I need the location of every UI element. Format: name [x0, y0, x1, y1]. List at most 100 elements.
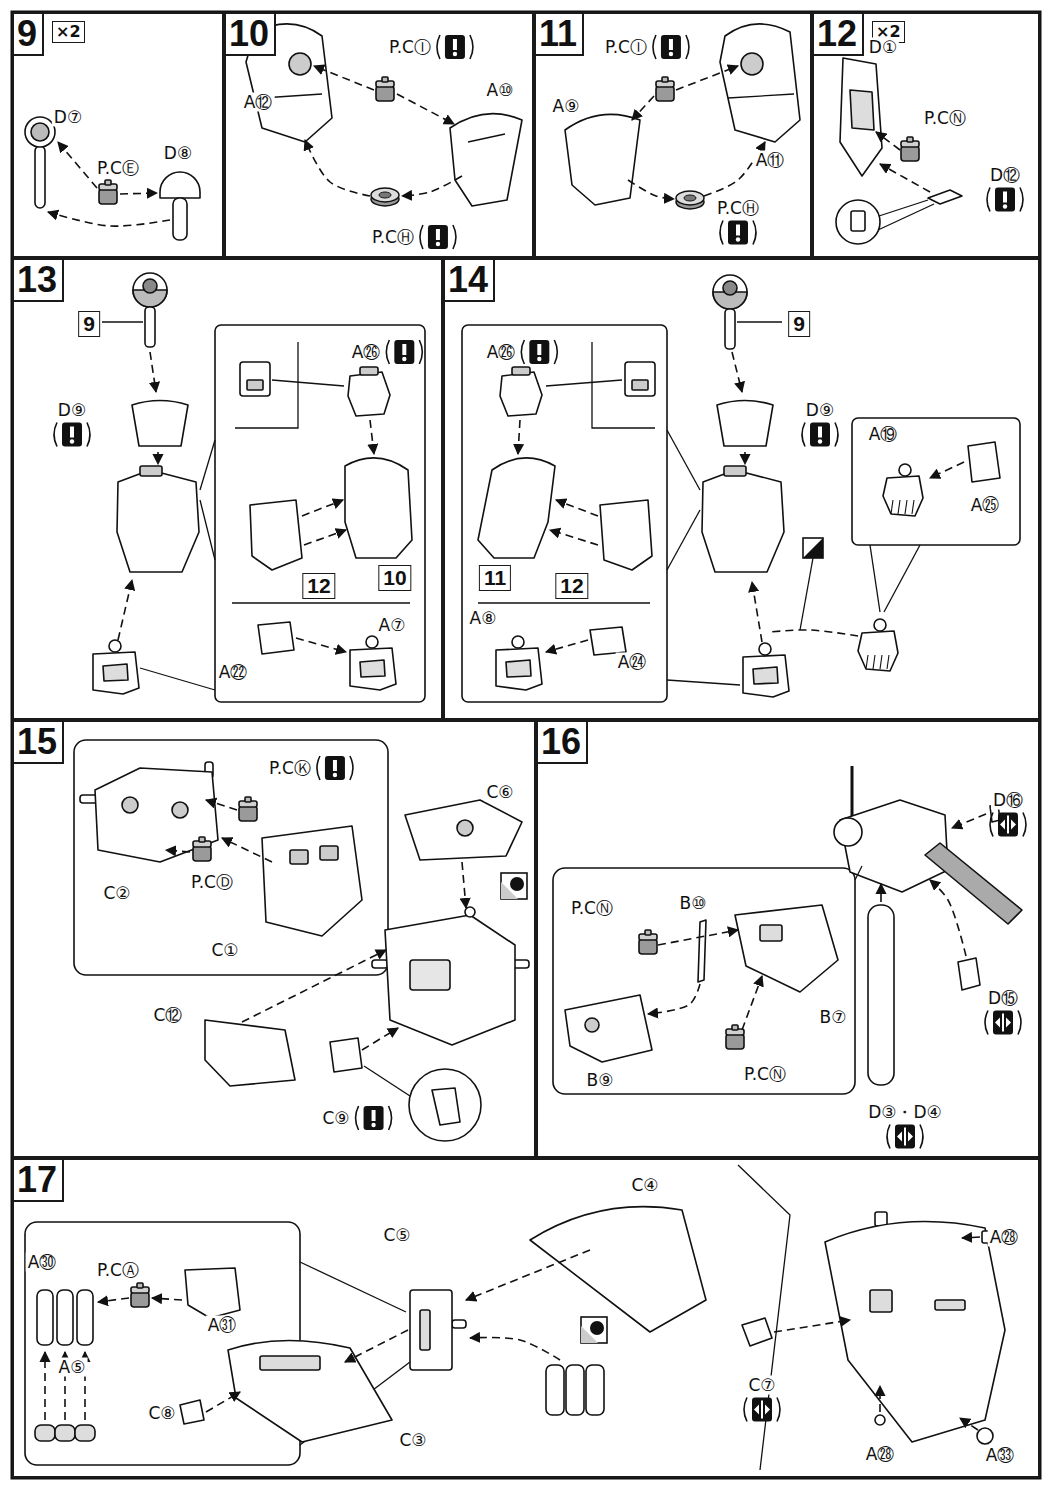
leader-line [878, 204, 934, 230]
assembly-arrow [744, 452, 746, 464]
part-outline [145, 307, 155, 347]
step-panel: 1491112 [443, 258, 1040, 720]
part-label: C② [101, 884, 132, 903]
part-outline [350, 648, 396, 690]
part-label: C⑥ [484, 783, 515, 802]
leader-line [880, 655, 882, 669]
assembly-arrow [150, 352, 156, 392]
caution-icon [356, 1106, 392, 1130]
part-outline [432, 1088, 460, 1125]
leader-line [468, 134, 505, 142]
part-outline [173, 198, 187, 240]
part-outline [639, 939, 657, 954]
assembly-arrow [44, 1352, 46, 1420]
part-outline [565, 114, 640, 205]
step-header: 17 [14, 1160, 64, 1202]
part-outline [501, 873, 527, 899]
part-outline [834, 818, 862, 846]
part-label: P.CⓃ [742, 1065, 788, 1084]
part-outline [500, 372, 542, 416]
assembly-arrow [960, 1418, 978, 1430]
part-outline [662, 77, 668, 82]
caution-icon [386, 340, 422, 364]
leader-line [866, 655, 868, 669]
step-panel: 17 [12, 1158, 1040, 1478]
part-outline [741, 53, 763, 75]
part-outline [320, 846, 338, 860]
part-outline [93, 652, 139, 694]
part-outline [180, 1400, 204, 1424]
part-outline [258, 622, 294, 654]
part-label: C⑦ [746, 1376, 777, 1395]
assembly-arrow [546, 640, 588, 652]
assembly-arrow [962, 1237, 980, 1238]
quantity-mark: ×2 [872, 21, 905, 43]
assembly-arrow [658, 930, 738, 945]
leader-line [738, 1165, 790, 1470]
leader-line [667, 510, 700, 570]
leader-line [887, 655, 889, 669]
leader-line [235, 342, 298, 428]
part-label: P.CⒽ [370, 228, 416, 247]
part-label: D⑫ [988, 166, 1022, 185]
part-label: A⑨ [551, 97, 582, 116]
part-outline [360, 367, 378, 375]
step-number: 10 [226, 14, 276, 56]
step-number: 11 [536, 14, 584, 56]
part-outline [478, 458, 555, 558]
assembly-arrow [98, 1298, 129, 1302]
part-outline [462, 325, 667, 702]
part-label: D③・D④ [866, 1103, 944, 1122]
part-outline [99, 189, 117, 204]
leader-line [855, 866, 862, 880]
part-outline [901, 146, 919, 161]
step-header: 16 [538, 722, 588, 764]
glue-icon [744, 1398, 780, 1422]
part-outline [410, 960, 450, 990]
assembly-arrow [118, 580, 132, 640]
part-label: A⑪ [754, 151, 787, 170]
part-label: C⑤ [381, 1226, 412, 1245]
part-outline [753, 667, 778, 684]
part-outline [31, 123, 49, 141]
leader-line [737, 321, 782, 322]
part-outline [55, 1425, 75, 1441]
part-label: C⑫ [152, 1006, 185, 1025]
part-outline [566, 1365, 584, 1415]
part-outline [625, 362, 655, 396]
part-label: P.CⓃ [569, 899, 615, 918]
polycap [371, 188, 399, 202]
assembly-arrow [518, 420, 520, 454]
step-panel: 1391210 [12, 258, 443, 720]
callout-box: 11 [479, 565, 511, 591]
part-outline [193, 846, 211, 861]
caution-icon [720, 221, 756, 245]
leader-line [200, 500, 215, 560]
assembly-arrow [397, 94, 454, 124]
leader-line [262, 94, 322, 98]
part-outline [875, 1415, 885, 1425]
assembly-arrow [402, 176, 462, 196]
assembly-arrow [48, 212, 170, 226]
paint-symbol [510, 877, 524, 891]
part-outline [348, 372, 390, 416]
step-panel: 9×2 [12, 12, 224, 258]
part-outline [840, 800, 948, 892]
part-outline [760, 925, 782, 941]
part-label: C⑨ [320, 1109, 351, 1128]
assembly-arrow [305, 140, 370, 196]
assembly-arrow [742, 976, 762, 1030]
step-panel: 15 [12, 720, 536, 1158]
part-outline [140, 466, 162, 476]
part-outline [586, 1365, 604, 1415]
part-outline [247, 380, 263, 390]
part-outline [732, 1025, 738, 1030]
leader-line [300, 1262, 406, 1312]
part-outline [122, 797, 138, 813]
step-number: 16 [538, 722, 588, 764]
part-outline [57, 1290, 73, 1345]
assembly-arrow [470, 1338, 560, 1360]
glue-icon [985, 1011, 1021, 1035]
step-panel: 12×2 [812, 12, 1040, 258]
